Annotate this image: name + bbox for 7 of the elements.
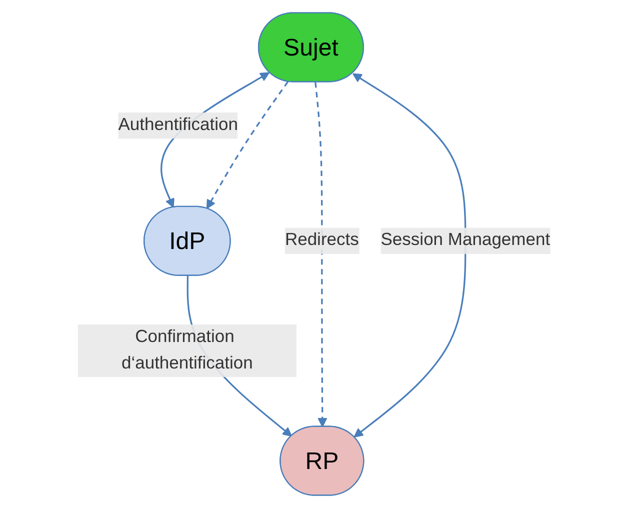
arrow — [352, 72, 466, 437]
arrow — [314, 82, 328, 427]
edge-label: Redirects — [285, 230, 359, 250]
edge-label: Confirmation d‘authentification — [122, 327, 253, 372]
edge-label: Authentification — [118, 115, 238, 134]
arrow — [206, 80, 289, 209]
edge-label: Session Management — [380, 230, 550, 250]
